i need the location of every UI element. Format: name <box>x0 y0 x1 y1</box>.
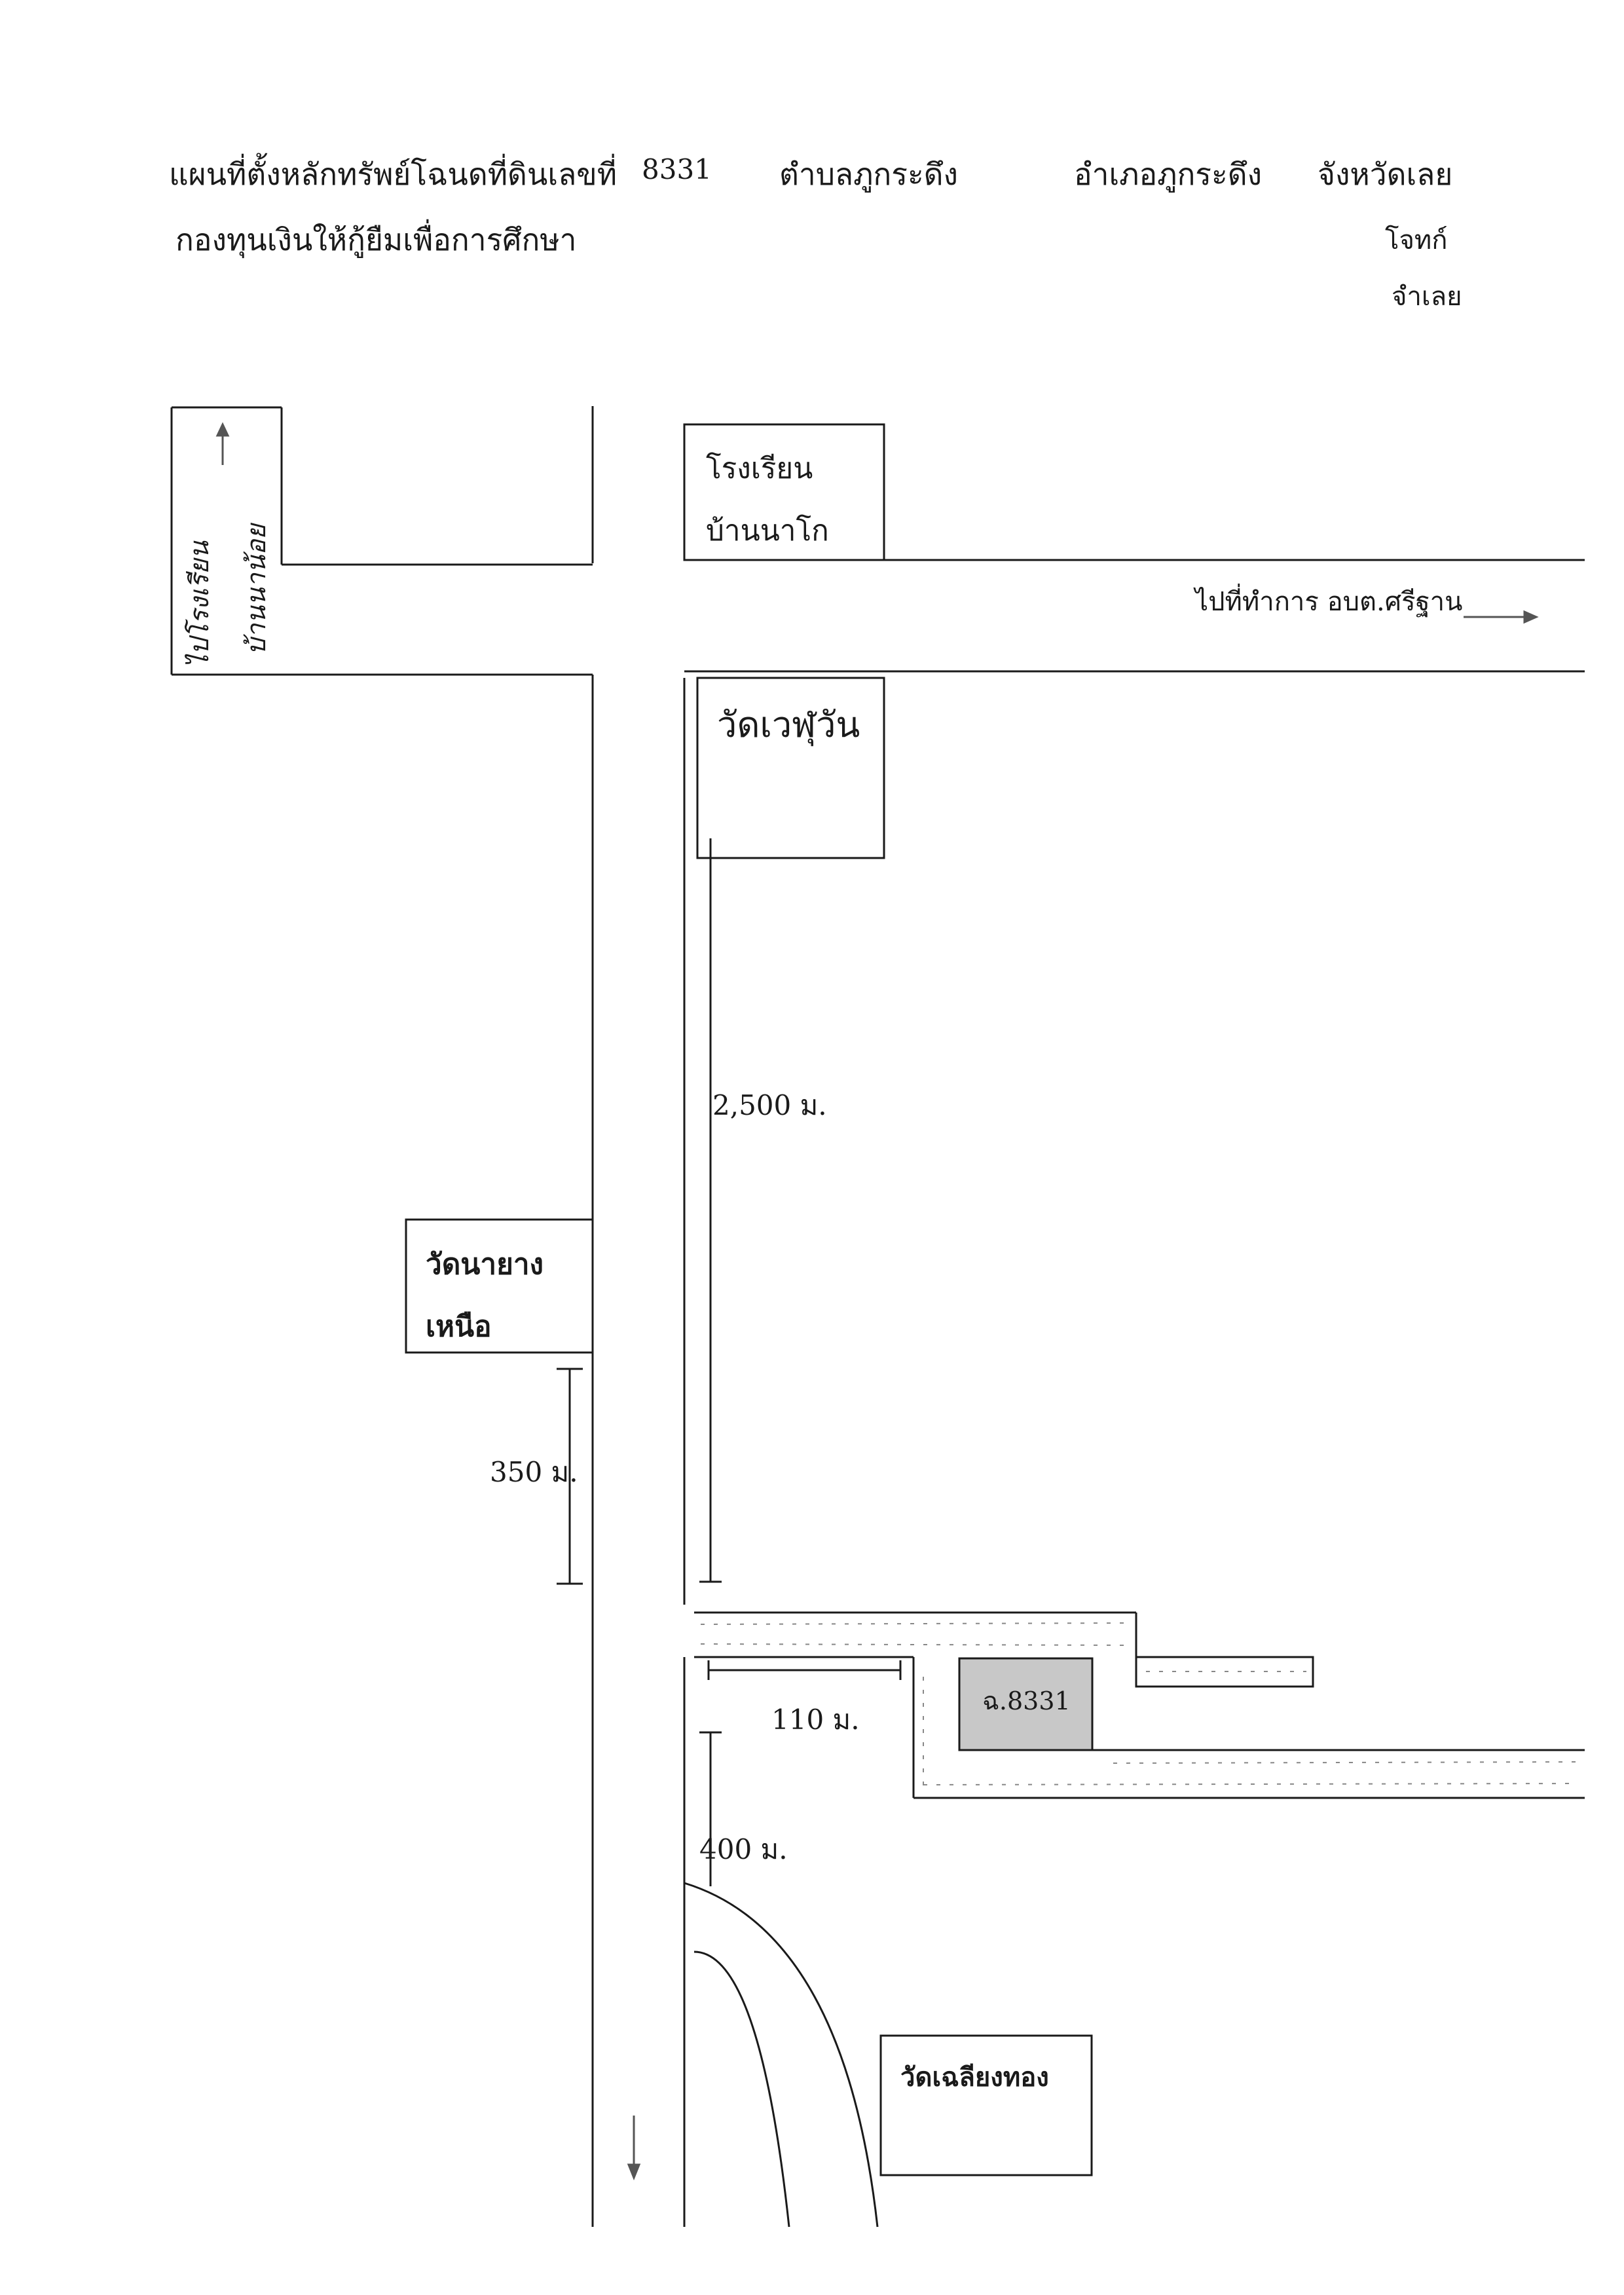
direction-to-office: ไปที่ทำการ อบต.ศรีฐาน <box>1193 584 1462 618</box>
parcel-8331 <box>958 1657 1094 1751</box>
curved-road-edge <box>684 1882 879 2228</box>
district: อำเภอภูกระดึง <box>1074 157 1263 192</box>
distance-110-label: 110 ม. <box>771 1704 860 1736</box>
handwritten-note-line2: บ้านนาน้อย <box>242 523 272 655</box>
wat-nayang-label-line1: วัดนายาง <box>426 1248 544 1281</box>
wat-nayang-label-line2: เหนือ <box>426 1310 492 1343</box>
wat-nayang-box <box>405 1218 594 1354</box>
wat-chaliang-label: วัดเฉลียงทอง <box>900 2062 1049 2093</box>
distance-350-label: 350 ม. <box>490 1456 578 1488</box>
creditor-name: กองทุนเงินให้กู้ยืมเพื่อการศึกษา <box>175 222 577 257</box>
wat-wephuwan-box <box>696 677 885 859</box>
defendant-label: จำเลย <box>1392 282 1462 312</box>
school-label-line1: โรงเรียน <box>706 452 813 485</box>
map-title: แผนที่ตั้งหลักทรัพย์โฉนดที่ดินเลขที่ <box>169 157 618 192</box>
lane-texture <box>923 1783 1579 1785</box>
arrowhead-icon <box>627 2163 641 2181</box>
arrowhead-icon <box>215 422 230 437</box>
school-box <box>683 423 885 561</box>
wat-chaliang-box <box>879 2034 1093 2176</box>
arrowhead-icon <box>1523 610 1539 624</box>
deed-number: 8331 <box>642 153 712 185</box>
distance-400-label: 400 ม. <box>699 1833 788 1865</box>
subdistrict: ตำบลภูกระดึง <box>779 157 959 192</box>
plaintiff-label: โจทก์ <box>1385 225 1448 255</box>
lane-texture <box>700 1622 1134 1625</box>
lane-texture <box>700 1643 1134 1646</box>
wat-wephuwan-label: วัดเวฬุวัน <box>717 704 860 747</box>
curved-road-edge <box>693 1950 790 2228</box>
lane-texture <box>1113 1761 1579 1764</box>
handwritten-note-line1: ไปโรงเรียน <box>184 540 215 668</box>
lane-stub <box>1135 1656 1314 1688</box>
parcel-label: ฉ.8331 <box>982 1687 1071 1715</box>
province: จังหวัดเลย <box>1318 157 1453 192</box>
school-label-line2: บ้านนาโก <box>706 514 829 548</box>
distance-2500-label: 2,500 ม. <box>712 1089 827 1121</box>
